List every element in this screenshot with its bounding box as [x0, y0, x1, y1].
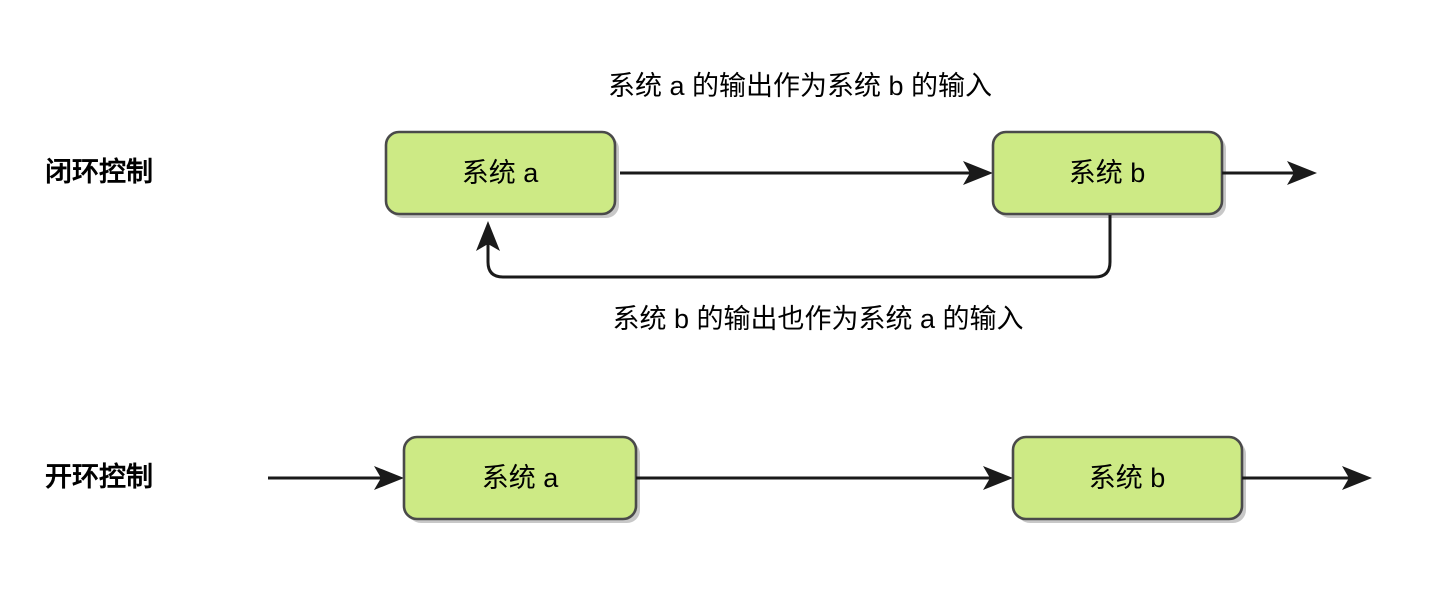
arrow-head-open-a-to-b — [983, 466, 1013, 490]
arrow-head-closed-b-output — [1287, 161, 1317, 185]
edge-closed-feedback — [476, 215, 1112, 279]
arrow-head-closed-feedback — [476, 221, 500, 251]
edge-closed-a-to-b — [620, 161, 993, 185]
row-label-open-loop: 开环控制 — [45, 462, 153, 492]
node-closed-system-a-label: 系统 a — [462, 158, 540, 188]
node-open-system-b[interactable]: 系统 b — [1011, 435, 1246, 523]
node-closed-system-a[interactable]: 系统 a — [384, 130, 619, 218]
node-closed-system-b-label: 系统 b — [1069, 158, 1146, 188]
node-open-system-b-label: 系统 b — [1089, 463, 1166, 493]
edge-open-a-to-b — [636, 466, 1013, 490]
edge-open-input — [268, 466, 404, 490]
arrow-head-open-output — [1342, 466, 1372, 490]
forward-edge-label: 系统 a 的输出作为系统 b 的输入 — [608, 71, 992, 101]
node-open-system-a-label: 系统 a — [482, 463, 560, 493]
edge-open-output — [1242, 466, 1372, 490]
arrow-head-closed-a-to-b — [963, 161, 993, 185]
arrow-head-open-input — [374, 466, 404, 490]
feedback-edge-label: 系统 b 的输出也作为系统 a 的输入 — [612, 304, 1023, 334]
node-closed-system-a-box — [384, 130, 617, 216]
node-open-system-a[interactable]: 系统 a — [402, 435, 640, 523]
node-closed-system-b[interactable]: 系统 b — [991, 130, 1226, 218]
edge-closed-b-output — [1222, 161, 1317, 185]
edge-closed-feedback-line — [486, 215, 1112, 279]
row-label-closed-loop: 闭环控制 — [45, 157, 153, 187]
